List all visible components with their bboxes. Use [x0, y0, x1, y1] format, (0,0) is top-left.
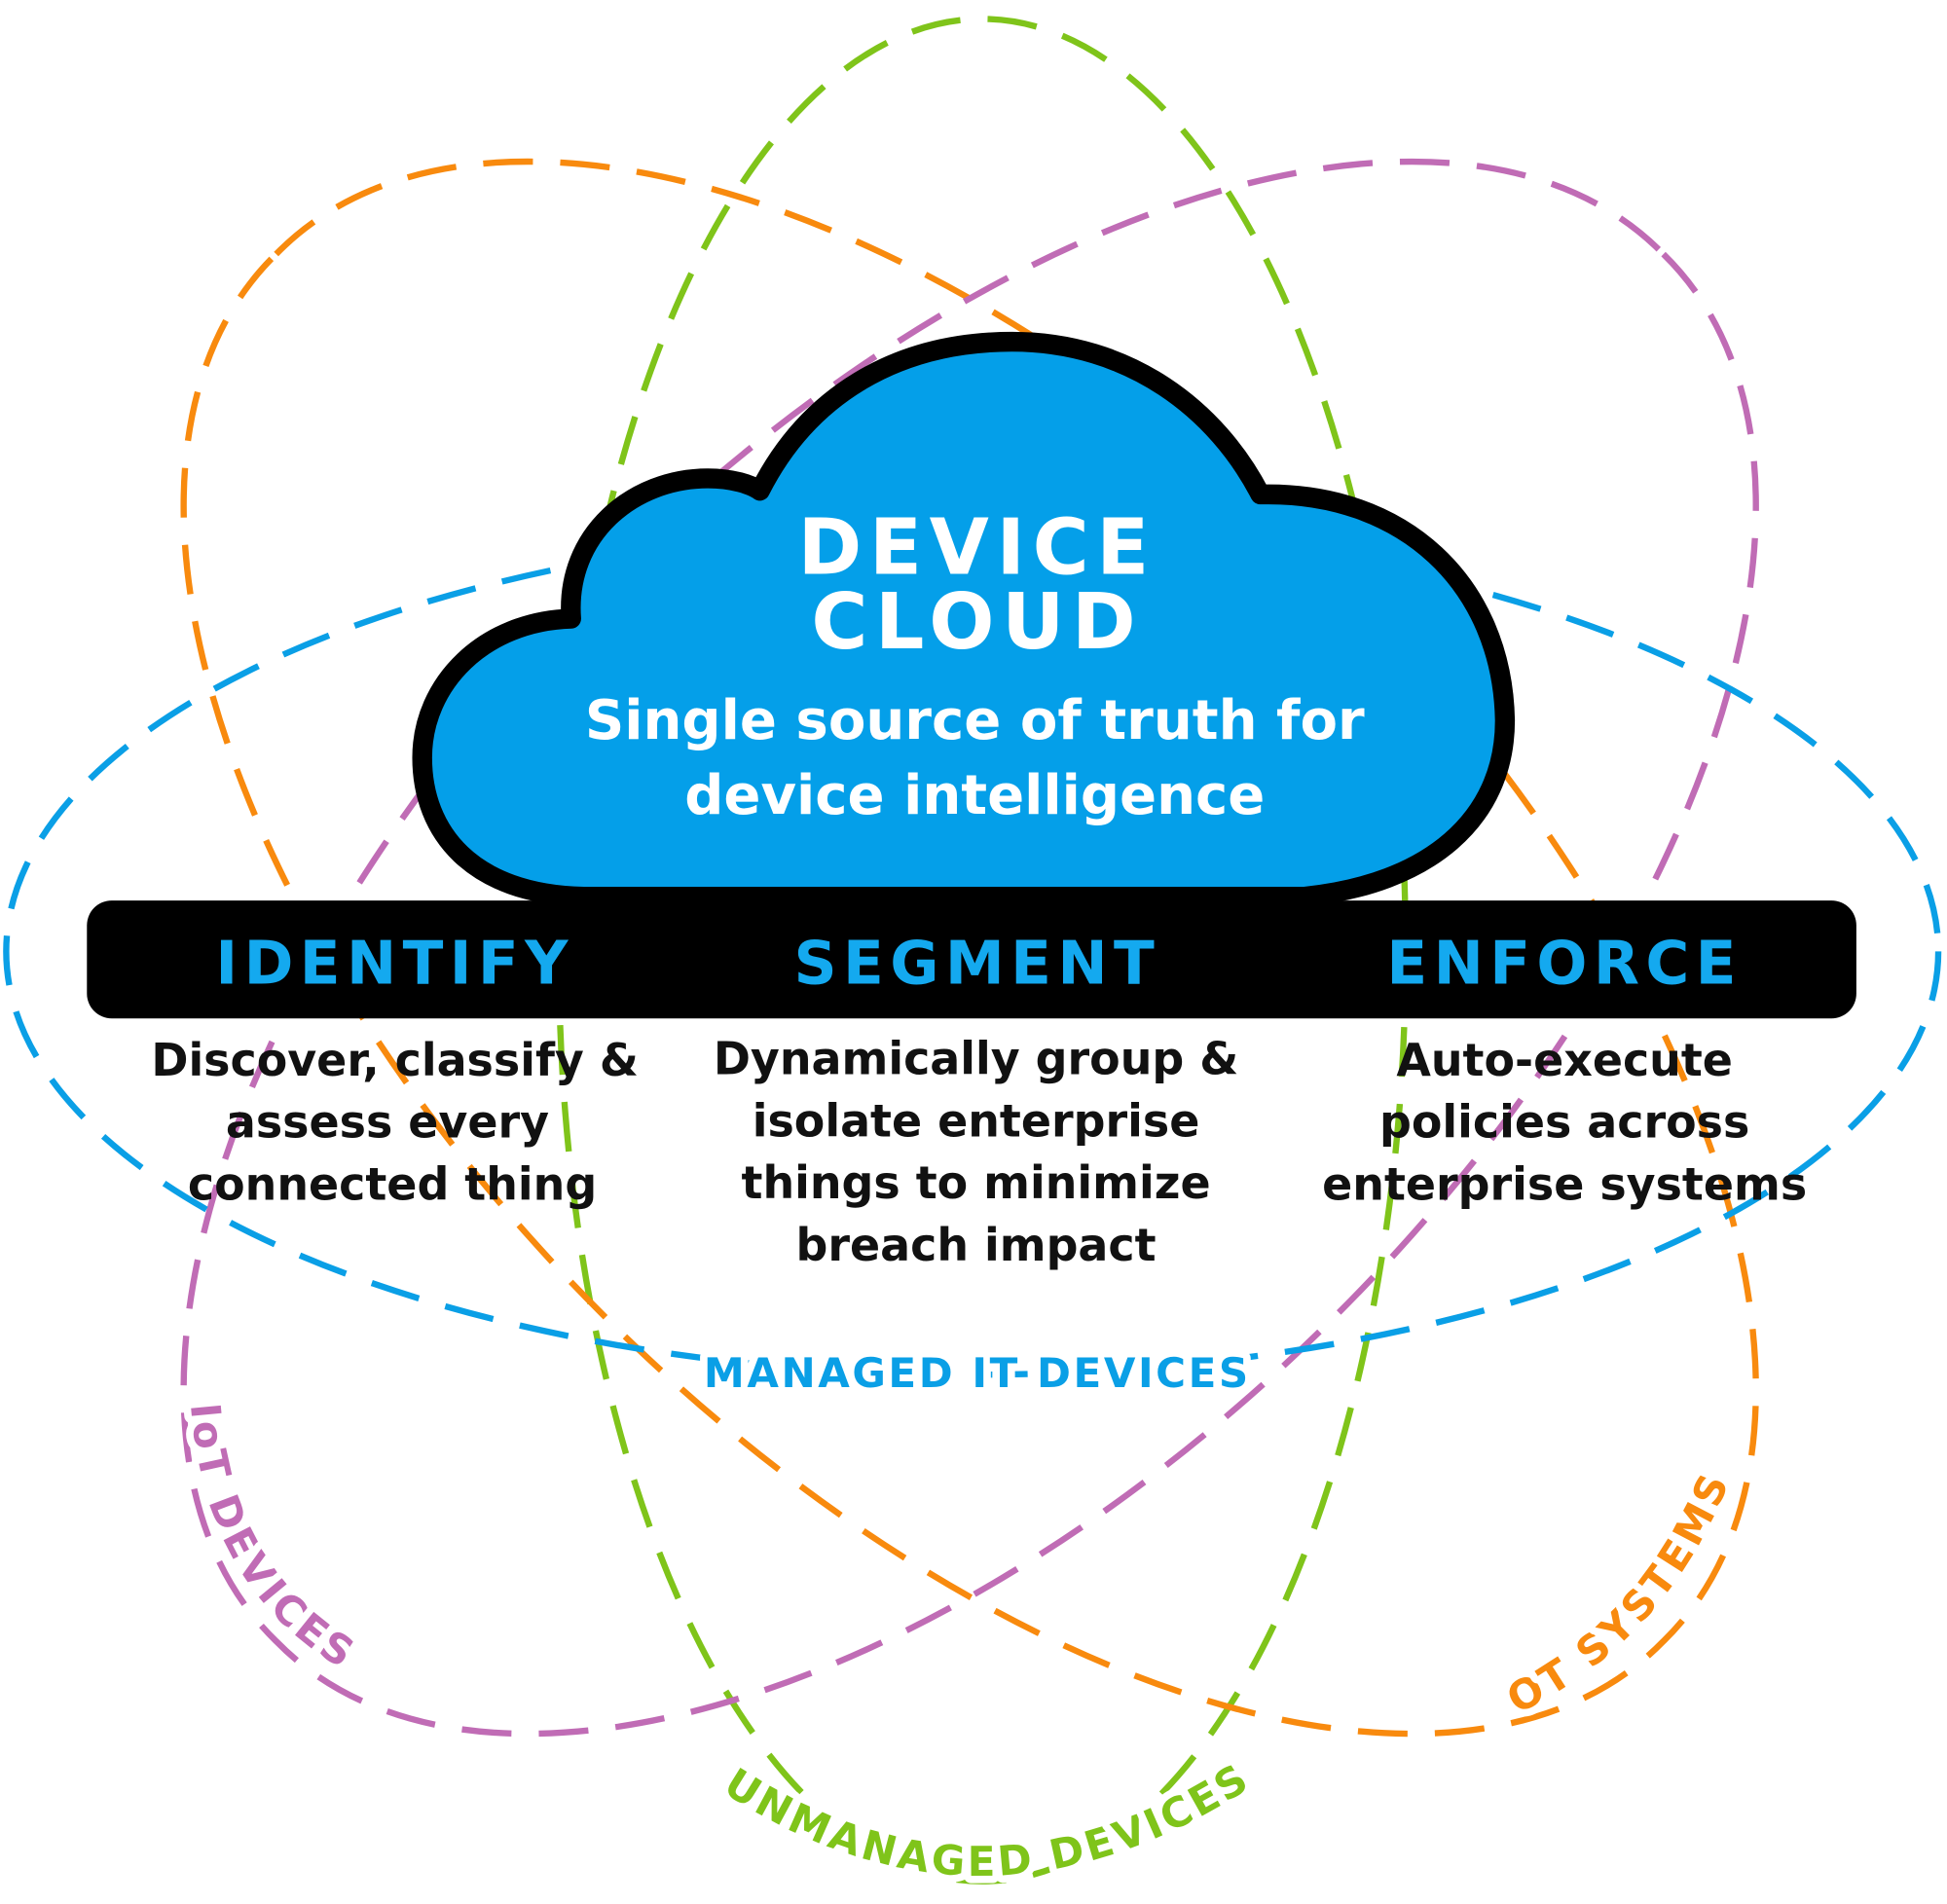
pillar-segment-title: SEGMENT	[794, 930, 1161, 999]
segment-desc-line: Dynamically group &	[714, 1033, 1238, 1085]
cloud-title-line2: CLOUD	[811, 577, 1143, 667]
segment-desc-line: isolate enterprise	[753, 1094, 1200, 1147]
cloud-subtitle-line2: device intelligence	[684, 764, 1265, 827]
segment-desc-line: things to minimize	[742, 1156, 1211, 1209]
managed-it-devices-label: MANAGED IT DEVICES	[704, 1349, 1251, 1397]
pillar-bar	[87, 900, 1856, 1019]
identify-desc-line: Discover, classify &	[151, 1034, 639, 1086]
pillar-enforce-title: ENFORCE	[1386, 930, 1742, 999]
cloud-title-line1: DEVICE	[798, 503, 1157, 593]
identify-description: Discover, classify & assess every connec…	[151, 1034, 639, 1211]
enforce-desc-line: Auto-execute	[1396, 1034, 1733, 1086]
pillar-identify-title: IDENTIFY	[215, 930, 573, 999]
segment-description: Dynamically group & isolate enterprise t…	[714, 1033, 1238, 1271]
identify-desc-line: assess every	[226, 1096, 549, 1149]
enforce-desc-line: enterprise systems	[1322, 1157, 1807, 1210]
cloud-subtitle-line1: Single source of truth for	[585, 689, 1365, 752]
cloud-shape	[412, 331, 1516, 907]
enforce-description: Auto-execute policies across enterprise …	[1322, 1034, 1807, 1211]
segment-desc-line: breach impact	[796, 1219, 1157, 1271]
identify-desc-line: connected thing	[188, 1157, 597, 1210]
enforce-desc-line: policies across	[1379, 1096, 1749, 1149]
